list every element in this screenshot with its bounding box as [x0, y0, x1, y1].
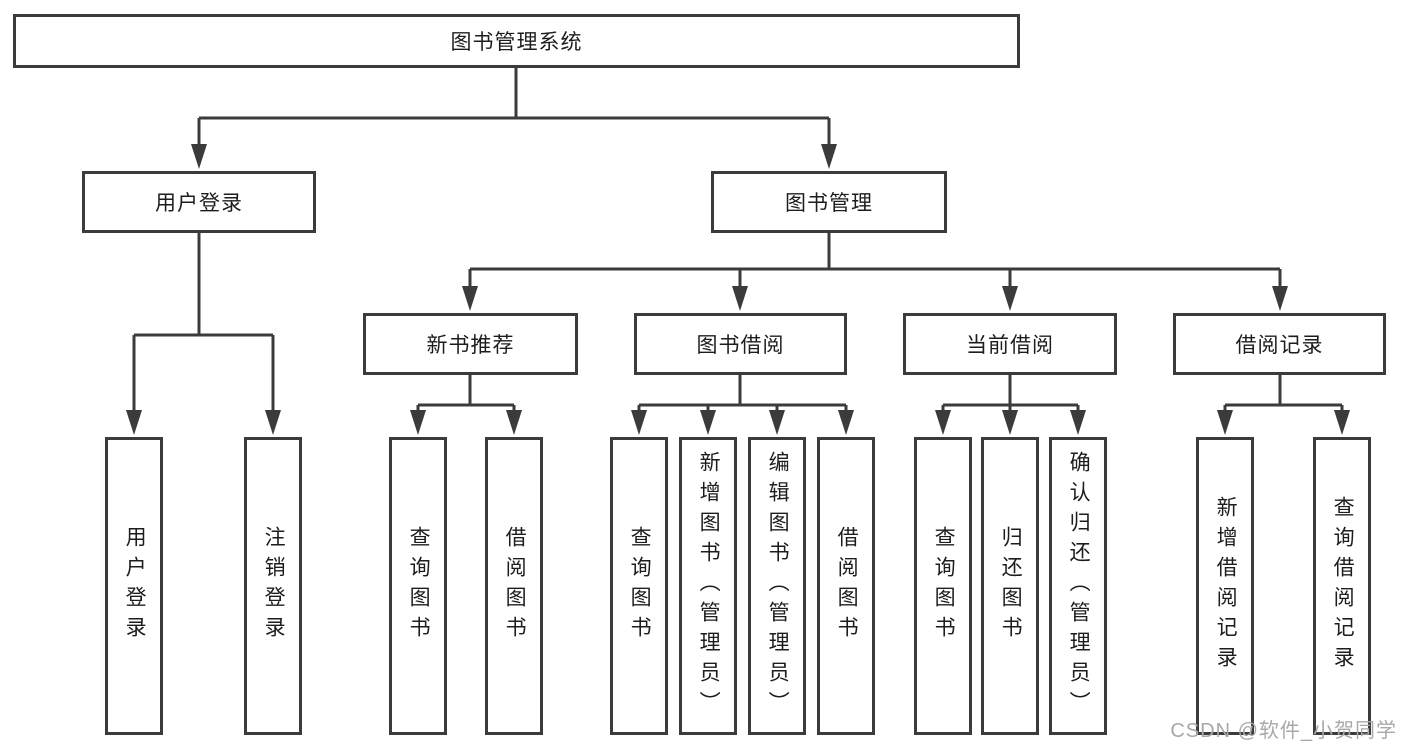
leaf-current-query-books-label: 查询图书	[932, 526, 956, 646]
node-book-borrowing: 图书借阅	[634, 313, 847, 375]
leaf-add-books-admin-label: 新增图书（管理员）	[697, 451, 721, 721]
leaf-query-borrow-record-label: 查询借阅记录	[1331, 496, 1355, 676]
leaf-logout-label: 注销登录	[262, 526, 286, 646]
leaf-borrowing-borrow-books: 借阅图书	[817, 437, 875, 735]
leaf-confirm-return-admin: 确认归还（管理员）	[1049, 437, 1107, 735]
leaf-logout: 注销登录	[244, 437, 302, 735]
leaf-edit-books-admin: 编辑图书（管理员）	[748, 437, 806, 735]
leaf-edit-books-admin-label: 编辑图书（管理员）	[766, 451, 790, 721]
leaf-recommend-query-books: 查询图书	[389, 437, 447, 735]
node-borrowing-records: 借阅记录	[1173, 313, 1386, 375]
leaf-user-login: 用户登录	[105, 437, 163, 735]
leaf-user-login-label: 用户登录	[123, 526, 147, 646]
leaf-borrowing-query-books: 查询图书	[610, 437, 668, 735]
leaf-recommend-query-books-label: 查询图书	[407, 526, 431, 646]
leaf-add-borrow-record-label: 新增借阅记录	[1214, 496, 1238, 676]
csdn-watermark: CSDN @软件_小贺同学	[1170, 720, 1397, 742]
arrowhead-icons	[126, 144, 1350, 435]
node-current-borrowing: 当前借阅	[903, 313, 1117, 375]
leaf-recommend-borrow-books: 借阅图书	[485, 437, 543, 735]
node-book-management: 图书管理	[711, 171, 947, 233]
leaf-return-books: 归还图书	[981, 437, 1039, 735]
leaf-add-borrow-record: 新增借阅记录	[1196, 437, 1254, 735]
leaf-current-query-books: 查询图书	[914, 437, 972, 735]
node-library-management-system: 图书管理系统	[13, 14, 1020, 68]
node-user-login: 用户登录	[82, 171, 316, 233]
leaf-add-books-admin: 新增图书（管理员）	[679, 437, 737, 735]
leaf-borrowing-query-books-label: 查询图书	[628, 526, 652, 646]
leaf-return-books-label: 归还图书	[999, 526, 1023, 646]
leaf-confirm-return-admin-label: 确认归还（管理员）	[1067, 451, 1091, 721]
leaf-borrowing-borrow-books-label: 借阅图书	[835, 526, 859, 646]
leaf-recommend-borrow-books-label: 借阅图书	[503, 526, 527, 646]
node-new-book-recommendation: 新书推荐	[363, 313, 578, 375]
leaf-query-borrow-record: 查询借阅记录	[1313, 437, 1371, 735]
